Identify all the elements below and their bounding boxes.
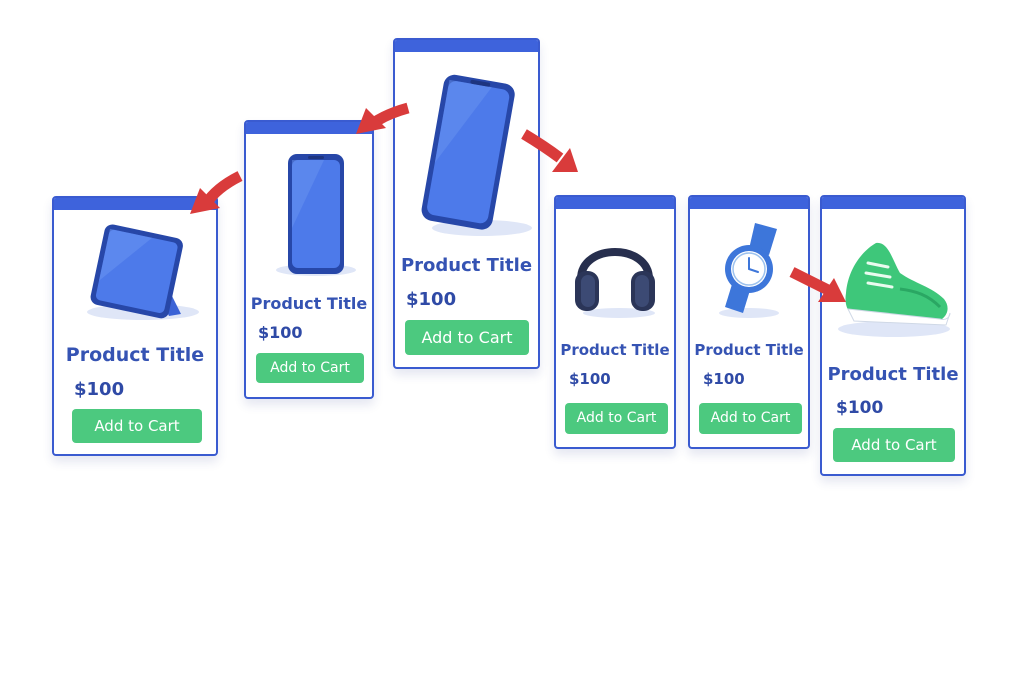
card-header-bar	[54, 198, 216, 210]
tablet-icon	[87, 224, 199, 320]
product-price: $100	[406, 289, 457, 310]
arrow-icon	[190, 171, 243, 214]
product-card-smartwatch: Product Title $100 Add to Cart	[688, 195, 810, 449]
add-to-cart-button[interactable]: Add to Cart	[405, 320, 529, 355]
card-header-bar	[395, 40, 538, 52]
product-card-tablet: Product Title $100 Add to Cart	[52, 196, 218, 456]
product-title[interactable]: Product Title	[400, 255, 533, 276]
sneaker-icon	[838, 242, 951, 337]
product-price: $100	[836, 398, 884, 418]
product-card-smartphone: Product Title $100 Add to Cart	[393, 38, 540, 369]
card-header-bar	[246, 122, 372, 134]
product-price: $100	[258, 323, 303, 342]
product-price: $100	[74, 379, 125, 400]
product-price: $100	[569, 370, 611, 388]
headphones-icon	[575, 248, 655, 318]
product-image-smartwatch	[690, 219, 808, 319]
smartwatch-icon	[719, 223, 779, 318]
product-title[interactable]: Product Title	[560, 341, 670, 359]
add-to-cart-button[interactable]: Add to Cart	[833, 428, 955, 462]
product-card-sneaker: Product Title $100 Add to Cart	[820, 195, 966, 476]
product-image-sneaker	[822, 229, 964, 339]
product-image-tablet	[54, 218, 216, 328]
card-header-bar	[822, 197, 964, 209]
product-image-smartphone	[395, 68, 538, 243]
card-header-bar	[556, 197, 674, 209]
add-to-cart-button[interactable]: Add to Cart	[565, 403, 668, 434]
phone-icon	[276, 154, 356, 276]
add-to-cart-button[interactable]: Add to Cart	[699, 403, 802, 434]
product-price: $100	[703, 370, 745, 388]
product-title[interactable]: Product Title	[694, 341, 804, 359]
add-to-cart-button[interactable]: Add to Cart	[256, 353, 364, 383]
arrow-icon	[789, 267, 846, 302]
product-card-headphones: Product Title $100 Add to Cart	[554, 195, 676, 449]
product-title[interactable]: Product Title	[250, 294, 368, 313]
product-title[interactable]: Product Title	[65, 344, 205, 366]
product-card-phone: Product Title $100 Add to Cart	[244, 120, 374, 399]
smartphone-icon	[421, 74, 532, 236]
add-to-cart-button[interactable]: Add to Cart	[72, 409, 202, 443]
card-header-bar	[690, 197, 808, 209]
product-image-headphones	[556, 225, 674, 321]
arrow-icon	[521, 129, 578, 172]
arrow-icon	[356, 102, 410, 134]
product-title[interactable]: Product Title	[827, 364, 959, 385]
product-image-phone	[246, 148, 372, 278]
